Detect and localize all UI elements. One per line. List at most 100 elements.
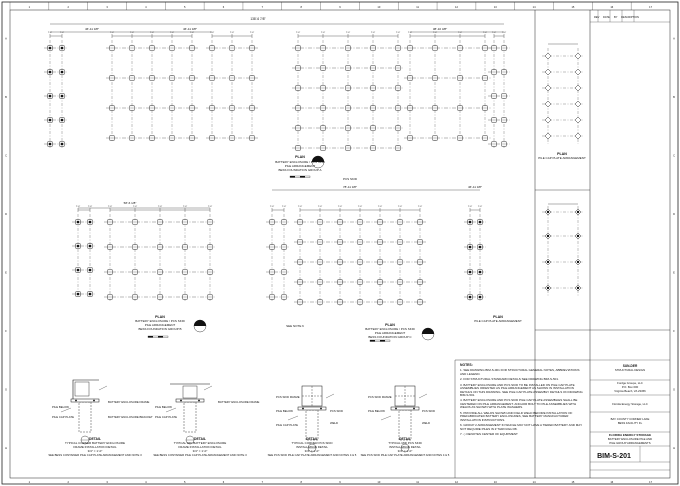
note-item: 5. PROVIDE ALL WELDS SHOWN AND FIELD WEL… [460, 410, 573, 422]
north-arrow-icon [421, 327, 435, 341]
svg-text:DETAIL: DETAIL [399, 437, 411, 441]
pile-dot [478, 220, 482, 224]
pile-dot [546, 286, 550, 290]
grid-dim-tick: 7'-0" [418, 206, 423, 208]
dim-mid3: 46'-11 3/8" [468, 185, 482, 189]
grid-dim-tick: 7'-0" [158, 206, 163, 208]
grid-dim-tick: 7'-0" [76, 206, 81, 208]
column-label: 2 [68, 480, 70, 484]
detail-3-sub: INSTALLATION DETAIL [296, 445, 328, 449]
grid-dim-tick: 7'-0" [492, 32, 497, 34]
column-label: 15 [571, 5, 574, 9]
plan-a-sub1: BATTERY ENCLOSURE / PCS SKID [275, 160, 325, 164]
detail-2-caption: DETAIL TYPICAL MID BATTERY ENCLOSURE FRA… [153, 437, 247, 457]
detail-2-sub: FRAME INSTALLATION DETAIL [178, 445, 222, 449]
overall-dimension: 138'-6 7/8" [250, 17, 265, 21]
label-weld-2: WELD [422, 421, 430, 425]
client-addr2: Virginia Beach, VA 23456 [614, 389, 646, 393]
rev-header-rev: REV [594, 15, 600, 19]
column-label: 1 [29, 480, 31, 484]
detail-4-title: TYPICAL MID PCS SKID [388, 441, 422, 445]
plan-e-sub1: PILE CAP PLATE ARRANGEMENT [474, 319, 522, 323]
notes-block: NOTES: 1. SEE DRAWING BIM-S-001 FOR STRU… [460, 363, 586, 438]
title-block-lines [590, 10, 670, 471]
grid-dim-tick: 7'-0" [371, 32, 376, 34]
pile-dot [60, 70, 64, 74]
detail-2-title: TYPICAL MID BATTERY ENCLOSURE [174, 441, 227, 445]
grid-dim-tick: 7'-0" [458, 32, 463, 34]
grid-dim-tick: 7'-0" [183, 206, 188, 208]
row-label: F [5, 329, 7, 333]
row-label: A [673, 36, 675, 40]
pile-dot [48, 94, 52, 98]
grid-dim-tick: 7'-0" [130, 32, 135, 34]
pile-dot [60, 94, 64, 98]
pile-dot [576, 234, 580, 238]
pile-dot [546, 210, 550, 214]
row-label: D [5, 212, 7, 216]
plan-c-sub2: PILE ARRANGEMENT [375, 331, 406, 335]
pile-dot [88, 268, 92, 272]
note-item: 2. FOR STRUCTURAL STANDARD DETAILS SEE D… [460, 377, 559, 382]
grid-dim-tick: 7'-0" [483, 32, 488, 34]
pile-dot [76, 268, 80, 272]
pile-dot [48, 118, 52, 122]
plan-b-sub3: BESS FOUNDATION GROUP B [138, 327, 181, 331]
grid-dim-tick: 7'-0" [110, 32, 115, 34]
dim-a: 46'-11 3/8" [85, 27, 99, 31]
dim-c: 38'-10 3/8" [433, 27, 447, 31]
detail-1-sub: FRAME INSTALLATION DETAIL [73, 445, 117, 449]
designer-name: SUN-DER [623, 364, 638, 368]
plan-c-sub1: BATTERY ENCLOSURE / PCS SKID [365, 327, 415, 331]
details-layer [60, 379, 428, 453]
plan-title-a: PLAN BATTERY ENCLOSURE / PCS SKID PILE A… [275, 155, 325, 172]
plans-layer: 7'-0"7'-0"7'-0"7'-0"7'-0"7'-0"7'-0"7'-0"… [44, 23, 584, 342]
plan-a-title: PLAN [295, 155, 305, 159]
installation-detail [60, 379, 108, 445]
pile-dot [468, 245, 472, 249]
row-label: F [673, 329, 675, 333]
svg-text:DETAIL: DETAIL [306, 437, 318, 441]
grid-dim-tick: 7'-0" [396, 32, 401, 34]
pile-dot [576, 286, 580, 290]
plan-title-e: PLAN PILE CAP PLATE ARRANGEMENT [474, 315, 522, 323]
column-label: 16 [610, 5, 613, 9]
plan-b-title: PLAN [155, 315, 165, 319]
grid-dim-tick: 7'-0" [338, 206, 343, 208]
grid-dim-tick: 7'-0" [270, 206, 275, 208]
detail-4-caption: DETAIL TYPICAL MID PCS SKID INSTALLATION… [361, 437, 450, 457]
detail-2-ref: SEE BESS CONTAINER PILE CAP PLATE ARRANG… [153, 453, 247, 457]
column-label: 3 [106, 480, 108, 484]
note-item: 4. BATTERY ENCLOSURE AND PCS SKID PILE C… [460, 398, 578, 410]
grid-dim-tick: 7'-0" [48, 32, 53, 34]
plan-a-sub2: PILE ARRANGEMENT [285, 164, 316, 168]
grid-dim-tick: 7'-0" [150, 32, 155, 34]
pile-plan: 7'-0"7'-0"7'-0"7'-0" [404, 32, 491, 142]
column-label: 11 [416, 5, 419, 9]
column-label: 6 [223, 5, 225, 9]
detail-3-caption: DETAIL TYPICAL CORNER PCS SKID INSTALLAT… [268, 437, 357, 457]
grid-dim-tick: 7'-0" [230, 32, 235, 34]
client-name: Fordge Groupe, LLC [617, 381, 643, 385]
row-label: C [673, 153, 675, 157]
detail-3-ref: SEE PCS SKID PILE CAP PLATE ARRANGEMENT … [268, 453, 357, 457]
grid-dim-tick: 7'-0" [378, 206, 383, 208]
plan-title-b: PLAN BATTERY ENCLOSURE / PCS SKID PILE A… [135, 315, 207, 333]
plan-d-title: PLAN [557, 152, 567, 156]
detail-4-scale: 3/4" = 1'-0" [398, 449, 413, 453]
north-arrow-icon [311, 155, 325, 169]
column-label: 2 [68, 5, 70, 9]
pile-dot [76, 220, 80, 224]
pile-plan: 7'-0"7'-0"7'-0"7'-0"7'-0" [292, 32, 404, 152]
pile-plan: 7'-0"7'-0" [464, 206, 486, 301]
pile-dot [48, 142, 52, 146]
note-item: 6. GROUP 2 ARRANGEMENT IN WHOLE MAY NOT … [460, 423, 583, 431]
column-label: 11 [416, 480, 419, 484]
center-diamond-icon [574, 68, 582, 76]
pile-plan: 7'-0"7'-0"7'-0"7'-0"7'-0" [104, 206, 216, 301]
plan-title-d: PLAN PILE CAP PLATE ARRANGEMENT [538, 152, 586, 160]
pile-dot [48, 70, 52, 74]
center-diamond-icon [574, 132, 582, 140]
